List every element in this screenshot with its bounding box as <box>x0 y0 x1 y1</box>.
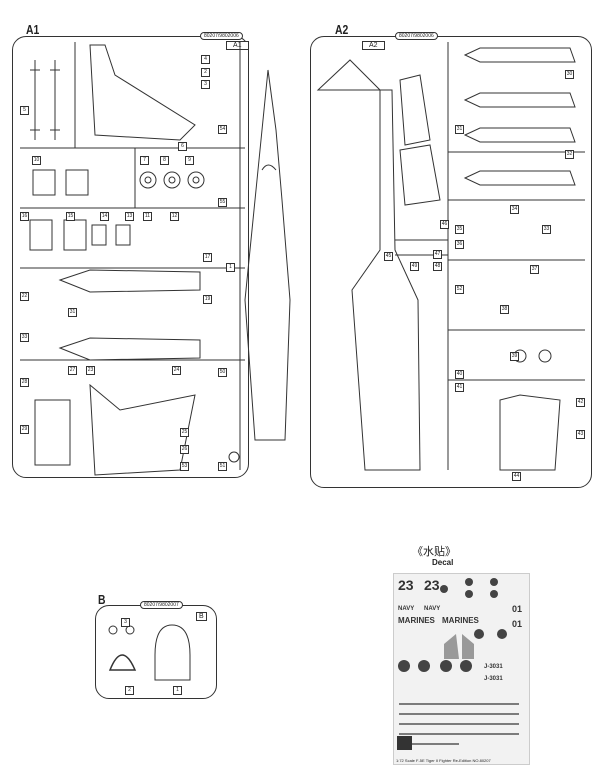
a1-fuselage <box>244 69 291 441</box>
sprue-a1-code: 80207/9802006 <box>200 32 243 40</box>
decal-footer: 1:72 Scale F-5E Tiger II Fighter Re-Edit… <box>396 758 491 763</box>
part-number: 37 <box>530 265 539 274</box>
part-number: 23 <box>86 366 95 375</box>
part-number: 49 <box>410 262 419 271</box>
decal-text: 01 <box>512 619 523 629</box>
a2-tanks <box>463 47 576 186</box>
part-number: 35 <box>455 225 464 234</box>
part-number: 44 <box>512 472 521 481</box>
sprue-a2-frame <box>310 36 592 488</box>
part-number: 38 <box>500 305 509 314</box>
a2-wingtip <box>399 74 431 146</box>
part-number: 27 <box>68 366 77 375</box>
part-number: 22 <box>20 292 29 301</box>
part-number: 31 <box>68 308 77 317</box>
decal-text: NAVY <box>424 606 441 612</box>
part-number: 25 <box>180 428 189 437</box>
decal-title: 《水贴》 <box>412 546 456 558</box>
part-number: 14 <box>100 212 109 221</box>
part-number: 33 <box>20 333 29 342</box>
decal-number: 23 <box>424 577 440 593</box>
a2-runners <box>395 42 585 470</box>
part-number: 6 <box>178 142 187 151</box>
part-number: 47 <box>433 250 442 259</box>
part-number: 19 <box>203 295 212 304</box>
part-number: 3 <box>201 80 210 89</box>
part-number: 3 <box>121 618 130 627</box>
sprue-b-tag: B <box>196 612 207 621</box>
a1-missile <box>30 60 40 140</box>
part-number: 1 <box>226 263 235 272</box>
part-number: 13 <box>125 212 134 221</box>
part-number: 11 <box>143 212 152 221</box>
sprue-a1-frame <box>12 36 249 478</box>
part-number: 55 <box>218 198 227 207</box>
a2-fin <box>499 394 561 471</box>
sprue-b-label: B <box>98 592 106 607</box>
part-number: 17 <box>203 253 212 262</box>
b-canopy-rear <box>154 624 191 681</box>
part-number: 45 <box>384 252 393 261</box>
part-number: 30 <box>565 70 574 79</box>
part-number: 53 <box>180 462 189 471</box>
part-number: 24 <box>172 366 181 375</box>
part-number: 26 <box>180 445 189 454</box>
part-number: 5 <box>20 106 29 115</box>
part-number: 16 <box>20 212 29 221</box>
decal-sheet: 23 23 NAVY NAVY MARINES MARINES J-3031 J… <box>393 573 530 765</box>
sprue-b-code: 80207/9802007 <box>140 601 183 609</box>
part-number: 43 <box>576 430 585 439</box>
a2-fuselage <box>316 59 421 471</box>
part-number: 9 <box>185 156 194 165</box>
part-number: 33 <box>542 225 551 234</box>
a1-fin <box>89 44 196 141</box>
b-canopy-front <box>108 654 137 671</box>
a1-tank <box>58 269 201 293</box>
part-number: 31 <box>455 125 464 134</box>
part-number: 15 <box>66 212 75 221</box>
sprue-a2-label: A2 <box>335 22 349 37</box>
sprue-a2-tag: A2 <box>362 41 385 50</box>
part-number: 54 <box>218 125 227 134</box>
sprue-a1-tag: A1 <box>226 41 249 50</box>
part-number: 8 <box>160 156 169 165</box>
decal-text: NAVY <box>398 606 415 612</box>
decal-text: MARINES <box>442 616 479 625</box>
decal-text: J-3031 <box>484 664 503 670</box>
decal-subtitle: Decal <box>432 558 454 567</box>
part-number: 1 <box>173 686 182 695</box>
part-number: 50 <box>218 368 227 377</box>
decal-insignia <box>397 578 519 750</box>
part-number: 32 <box>565 150 574 159</box>
part-number: 36 <box>455 240 464 249</box>
a1-runners <box>20 42 245 470</box>
sprue-a2-code: 80207/9802006 <box>395 32 438 40</box>
part-number: 7 <box>140 156 149 165</box>
part-number: 34 <box>510 205 519 214</box>
part-number: 4 <box>201 55 210 64</box>
part-number: 2 <box>201 68 210 77</box>
decal-text: J-3031 <box>484 676 503 682</box>
part-number: 41 <box>455 383 464 392</box>
part-number: 12 <box>170 212 179 221</box>
sprue-a1-label: A1 <box>26 22 40 37</box>
decal-number: 23 <box>398 577 414 593</box>
part-number: 39 <box>510 352 519 361</box>
part-number: 46 <box>440 220 449 229</box>
part-number: 42 <box>576 398 585 407</box>
decal-text: MARINES <box>398 616 435 625</box>
part-number: 51 <box>218 462 227 471</box>
part-number: 2 <box>125 686 134 695</box>
part-number: 28 <box>20 378 29 387</box>
decal-text: 01 <box>512 604 523 614</box>
part-number: 40 <box>455 370 464 379</box>
part-number: 29 <box>20 425 29 434</box>
part-number: 52 <box>455 285 464 294</box>
part-number: 48 <box>433 262 442 271</box>
part-number: 10 <box>32 156 41 165</box>
